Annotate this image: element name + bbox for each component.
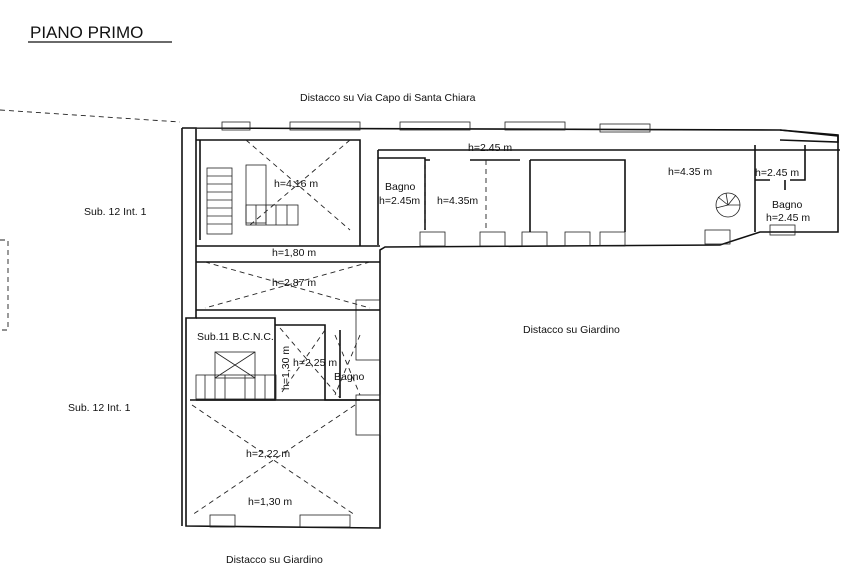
label-garden-right: Distacco su Giardino (523, 324, 620, 336)
room-a-height: h=4.35m (437, 195, 478, 207)
property-boundary (0, 109, 181, 331)
staircase (195, 164, 741, 400)
label-street: Distacco su Via Capo di Santa Chiara (300, 92, 476, 104)
room-bagno1-height: h=2.45m (379, 195, 420, 207)
label-sub12-upper: Sub. 12 Int. 1 (84, 206, 147, 218)
room-bagno3-name: Bagno (334, 371, 365, 383)
label-sub12-lower: Sub. 12 Int. 1 (68, 402, 131, 414)
small-room-height: h=2.45 m (755, 167, 799, 179)
room-stair-height: h=4.16 m (274, 178, 318, 190)
big-room-height: h=2,22 m (246, 448, 290, 460)
windows (209, 121, 796, 528)
vertical-height: h=1,30 m (280, 346, 292, 390)
label-sub11: Sub.11 B.C.N.C. (197, 331, 274, 343)
room-bagno2-height: h=2.45 m (766, 212, 810, 224)
room-b-height: h=4.35 m (668, 166, 712, 178)
ceiling-diagonals (191, 139, 371, 516)
interior-walls (190, 145, 806, 401)
hall-height: h=2,87 m (272, 277, 316, 289)
room-bagno2-name: Bagno (772, 199, 803, 211)
outer-walls (181, 127, 840, 529)
room-bagno1-name: Bagno (385, 181, 416, 193)
room-c-height: h=2,25 m (293, 357, 337, 369)
plan-title: PIANO PRIMO (30, 23, 143, 42)
label-garden-bottom: Distacco su Giardino (226, 554, 323, 566)
corridor-height: h=2.45 m (468, 142, 512, 154)
big-room-low-height: h=1,30 m (248, 496, 292, 508)
passage-height: h=1,80 m (272, 247, 316, 259)
